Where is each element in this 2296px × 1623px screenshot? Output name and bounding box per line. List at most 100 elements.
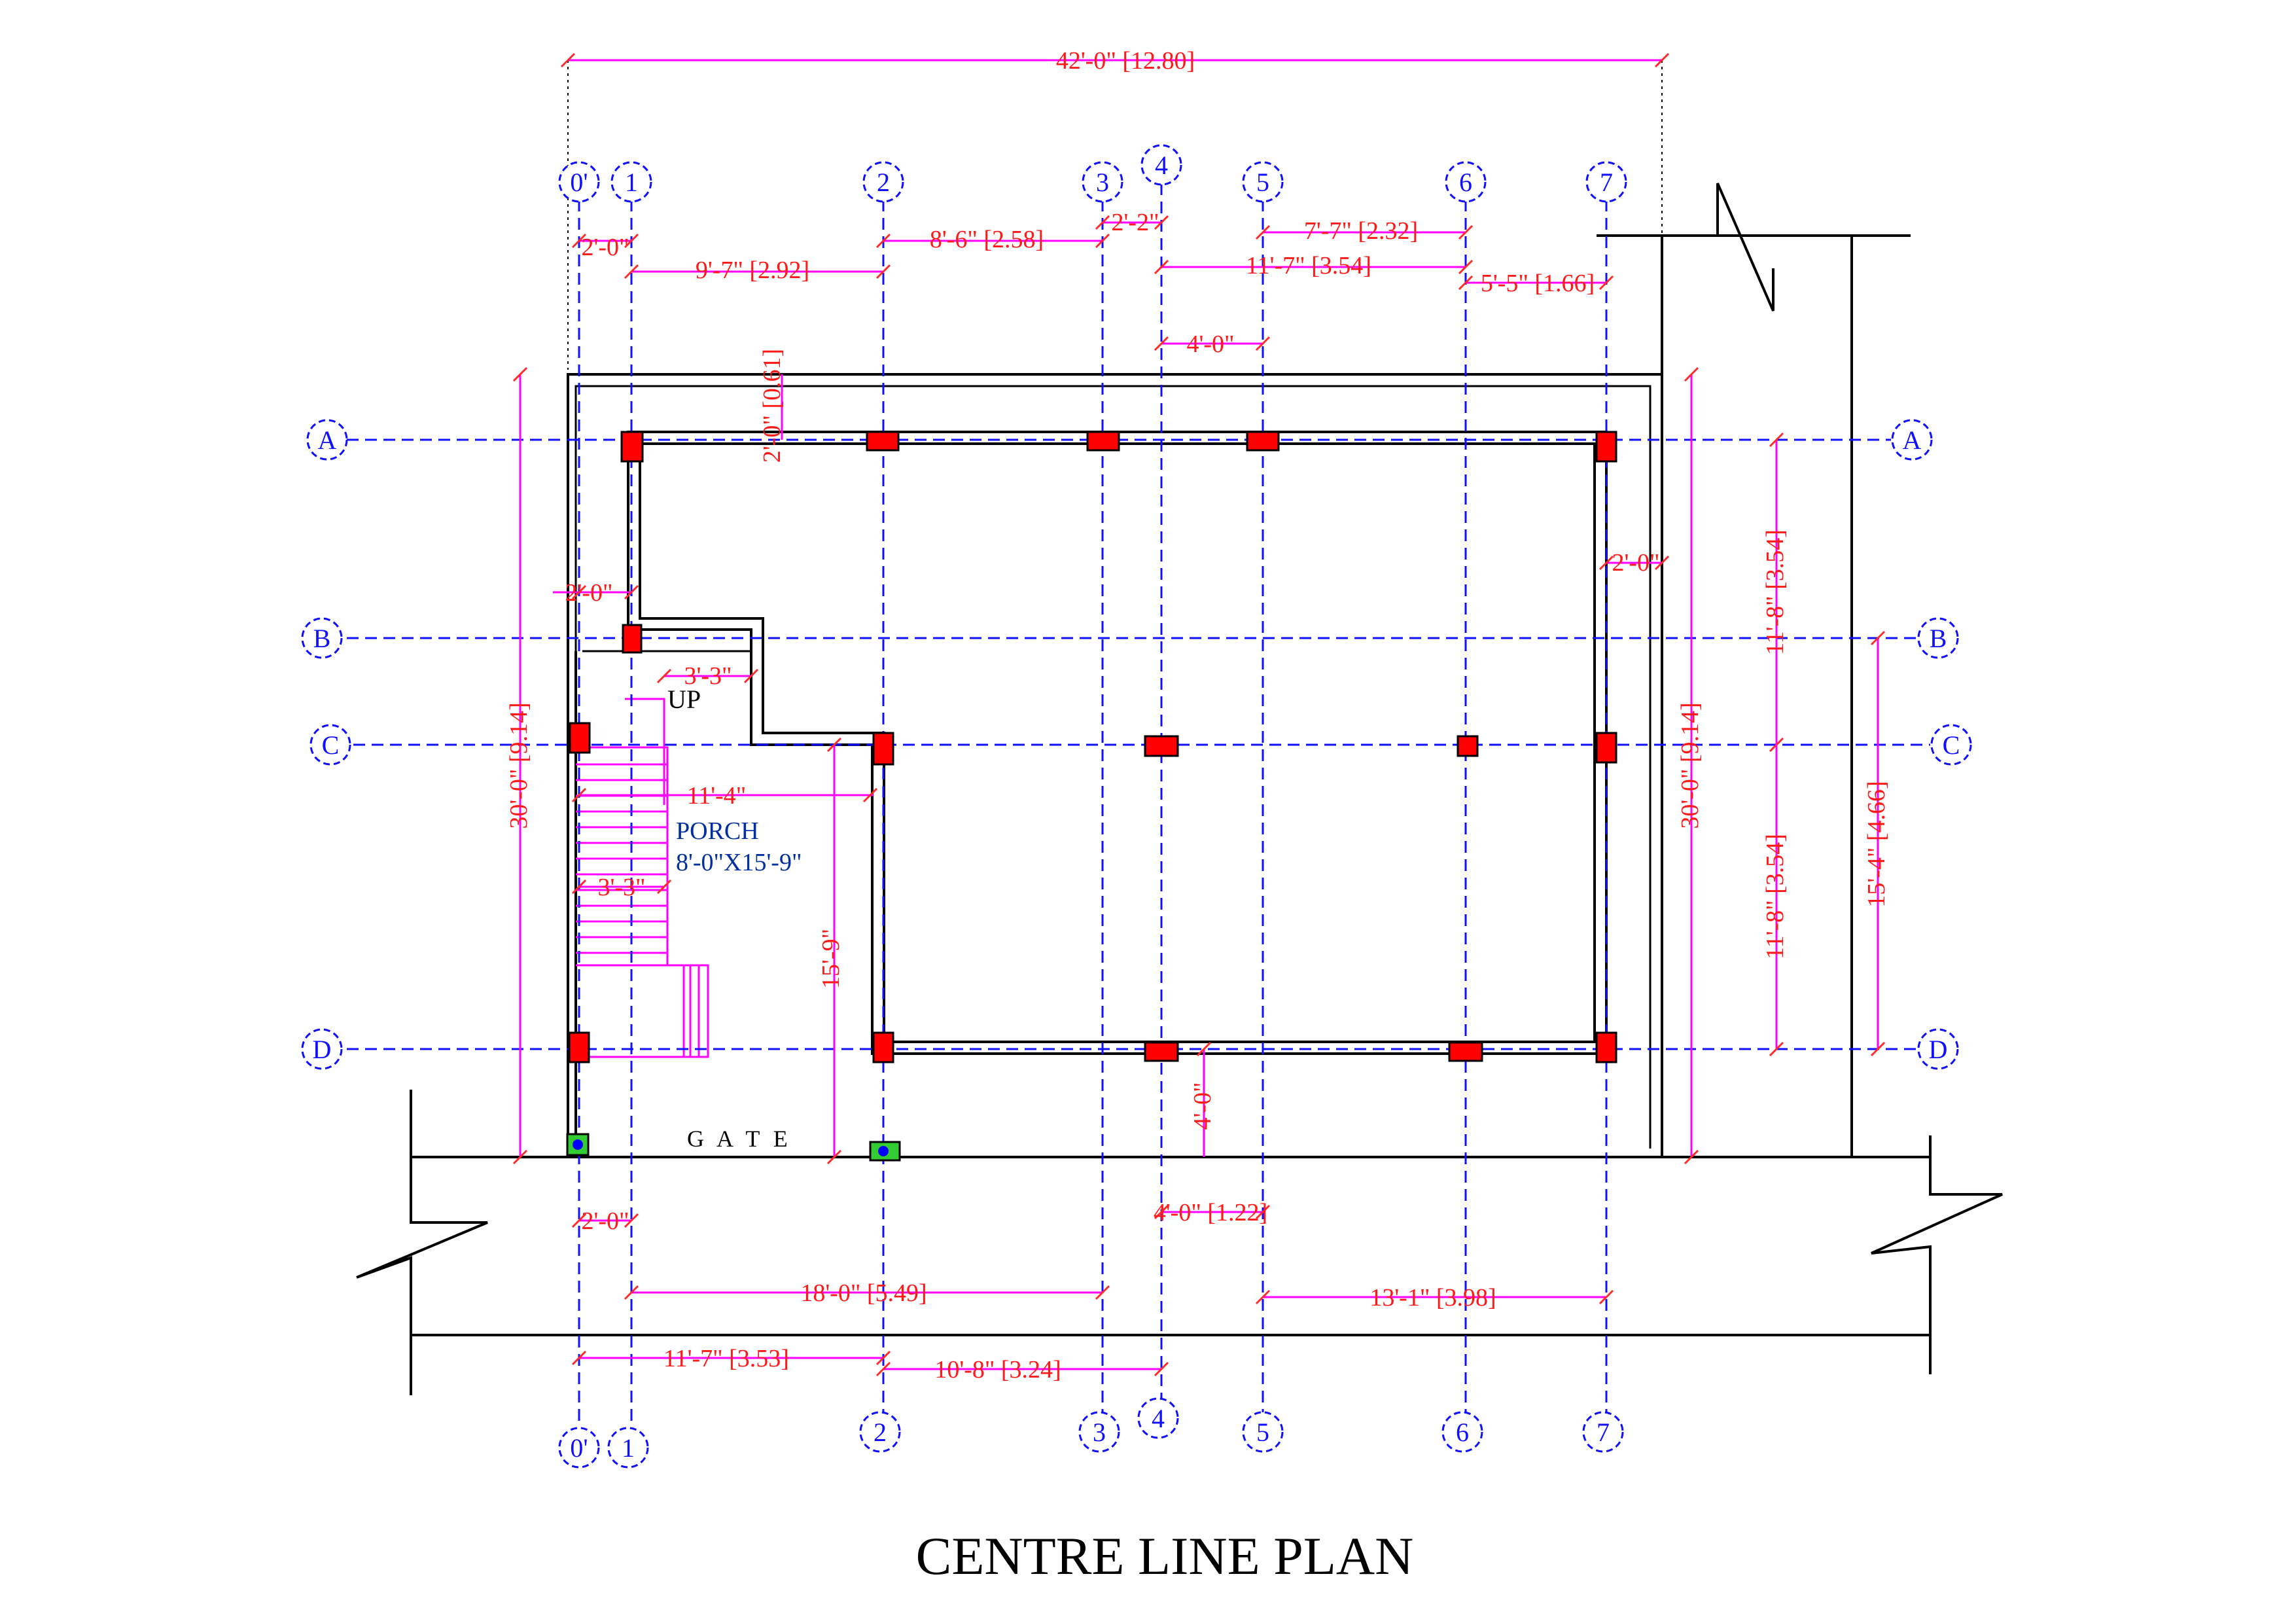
grid-bubble-5-top: 5 bbox=[1242, 161, 1284, 203]
column-c0 bbox=[569, 722, 591, 754]
dim-top-3-4: 2'-2" bbox=[1111, 209, 1159, 236]
stair-up-label: UP bbox=[667, 685, 701, 714]
dim-top-5-6: 7'-7" [2.32] bbox=[1304, 217, 1418, 245]
dim-stair-width: 3'-3" bbox=[597, 874, 645, 901]
grid-bubble-2-bottom: 2 bbox=[859, 1411, 901, 1453]
dimension-texts: 42'-0" [12.80] 2'-0" 9'-7" [2.92] 8'-6" … bbox=[505, 47, 1890, 1383]
dim-stair-gap: 3'-3" bbox=[684, 662, 732, 690]
grid-bubble-b-right: B bbox=[1917, 617, 1959, 659]
grid-bubbles-bottom: 0' 1 2 3 4 5 6 7 bbox=[558, 1397, 1624, 1469]
grid-label-b-right: B bbox=[1930, 624, 1947, 653]
grid-label-6-bottom: 6 bbox=[1456, 1418, 1469, 1447]
column-d4 bbox=[1144, 1041, 1179, 1062]
grid-label-3-bottom: 3 bbox=[1093, 1418, 1106, 1447]
dim-right-gap: 2'-0" bbox=[1612, 549, 1659, 577]
grid-bubble-7-top: 7 bbox=[1585, 161, 1627, 203]
gate-post-left bbox=[566, 1133, 590, 1156]
grid-bubble-c-right: C bbox=[1930, 724, 1972, 766]
dim-left-overall: 30'-0" [9.14] bbox=[505, 702, 533, 829]
column-d7 bbox=[1595, 1031, 1617, 1063]
dim-bottom-0-1: 2'-0" bbox=[581, 1207, 629, 1235]
column-c6 bbox=[1457, 735, 1479, 757]
dim-right-c-d: 11'-8" [3.54] bbox=[1761, 834, 1789, 959]
column-d6 bbox=[1448, 1041, 1483, 1062]
grid-label-1-bottom: 1 bbox=[622, 1433, 635, 1463]
dim-right-b-d: 15'-4" [4.66] bbox=[1863, 781, 1890, 907]
column-b1 bbox=[622, 624, 643, 654]
grid-label-0: 0' bbox=[570, 168, 588, 197]
grid-bubble-6-top: 6 bbox=[1445, 161, 1487, 203]
dim-top-4-5: 4'-0" bbox=[1186, 330, 1234, 358]
grid-bubble-4-bottom: 4 bbox=[1137, 1397, 1179, 1439]
grid-bubble-b-left: B bbox=[301, 617, 343, 659]
column-a2 bbox=[866, 431, 900, 452]
grid-bubble-0-top: 0' bbox=[558, 161, 600, 203]
dim-top-2-3: 8'-6" [2.58] bbox=[930, 226, 1044, 253]
grid-label-7: 7 bbox=[1600, 168, 1613, 197]
column-d2 bbox=[872, 1031, 894, 1063]
grid-label-4: 4 bbox=[1155, 151, 1168, 180]
dim-top-0-1: 2'-0" bbox=[581, 234, 629, 261]
grid-label-6: 6 bbox=[1459, 168, 1472, 197]
column-c4 bbox=[1144, 735, 1179, 757]
grid-label-c: C bbox=[322, 730, 340, 760]
room-size: 8'-0"X15'-9" bbox=[676, 849, 802, 876]
dim-top-4-6: 11'-7" [3.54] bbox=[1246, 252, 1371, 279]
grid-bubble-1-top: 1 bbox=[610, 161, 652, 203]
grid-bubble-2-top: 2 bbox=[862, 161, 904, 203]
column-c7 bbox=[1595, 732, 1617, 764]
dim-front-setback: 4'-0" bbox=[1189, 1082, 1216, 1130]
page-title: CENTRE LINE PLAN bbox=[916, 1526, 1414, 1586]
grid-label-5-bottom: 5 bbox=[1256, 1418, 1269, 1447]
grid-label-2-bottom: 2 bbox=[874, 1418, 887, 1447]
staircase bbox=[576, 698, 709, 1058]
dim-top-6-7: 5'-5" [1.66] bbox=[1481, 270, 1595, 297]
column-a7 bbox=[1595, 431, 1617, 463]
column-d0 bbox=[568, 1031, 590, 1063]
dim-porch-width: 11'-4" bbox=[687, 782, 747, 810]
grid-bubble-3-bottom: 3 bbox=[1078, 1411, 1120, 1453]
grid-label-2: 2 bbox=[877, 168, 890, 197]
grid-bubble-d-right: D bbox=[1917, 1028, 1959, 1070]
room-name: PORCH bbox=[676, 817, 759, 845]
grid-label-3: 3 bbox=[1096, 168, 1109, 197]
grid-bubble-7-bottom: 7 bbox=[1582, 1411, 1624, 1453]
labels: UP PORCH 8'-0"X15'-9" G A T E CENTRE LIN… bbox=[667, 685, 1413, 1586]
dim-porch-depth: 15'-9" bbox=[817, 929, 845, 989]
grid-bubbles-rows: A B C D A B C D bbox=[301, 419, 1972, 1070]
grid-label-7-bottom: 7 bbox=[1597, 1418, 1610, 1447]
grid-bubble-6-bottom: 6 bbox=[1441, 1411, 1483, 1453]
grid-label-0-bottom: 0' bbox=[570, 1433, 588, 1463]
dim-bottom-2-4: 10'-8" [3.24] bbox=[934, 1356, 1061, 1383]
grid-label-a-right: A bbox=[1903, 425, 1922, 455]
grid-bubble-c-left: C bbox=[309, 724, 351, 766]
grid-label-d-right: D bbox=[1929, 1035, 1948, 1064]
dimension-lines bbox=[512, 52, 1886, 1377]
column-c2 bbox=[872, 732, 894, 766]
dim-top-1-2: 9'-7" [2.92] bbox=[696, 257, 809, 284]
column-a1 bbox=[620, 431, 644, 463]
dim-right-a-c: 11'-8" [3.54] bbox=[1761, 529, 1789, 655]
grid-label-4-bottom: 4 bbox=[1152, 1404, 1165, 1433]
grid-bubble-a-right: A bbox=[1891, 419, 1933, 461]
gate-post-right bbox=[869, 1141, 901, 1162]
dim-right-overall: 30'-0" [9.14] bbox=[1676, 702, 1704, 829]
dim-left-gap: 2'-0" bbox=[565, 579, 612, 607]
grid-label-5: 5 bbox=[1256, 168, 1269, 197]
grid-bubble-4-top: 4 bbox=[1140, 144, 1182, 186]
columns bbox=[566, 431, 1617, 1162]
grid-label-c-right: C bbox=[1943, 730, 1960, 760]
grid-axes bbox=[347, 183, 1930, 1423]
grid-label-b: B bbox=[313, 624, 331, 653]
grid-bubble-1-bottom: 1 bbox=[607, 1427, 649, 1469]
dim-bottom-0-2: 11'-7" [3.53] bbox=[663, 1345, 789, 1372]
dim-bottom-5-7: 13'-1" [3.98] bbox=[1369, 1284, 1496, 1311]
dim-setback-top: 2'-0" [0.61] bbox=[758, 349, 786, 463]
grid-bubble-d-left: D bbox=[301, 1028, 343, 1070]
dim-bottom-1-3: 18'-0" [5.49] bbox=[800, 1279, 927, 1307]
column-a5 bbox=[1246, 431, 1280, 452]
gate-label: G A T E bbox=[687, 1126, 792, 1152]
grid-bubbles-top: 0' 1 2 3 4 5 6 7 bbox=[558, 144, 1627, 203]
dim-bottom-4: 4'-0" [1.22] bbox=[1154, 1199, 1267, 1226]
